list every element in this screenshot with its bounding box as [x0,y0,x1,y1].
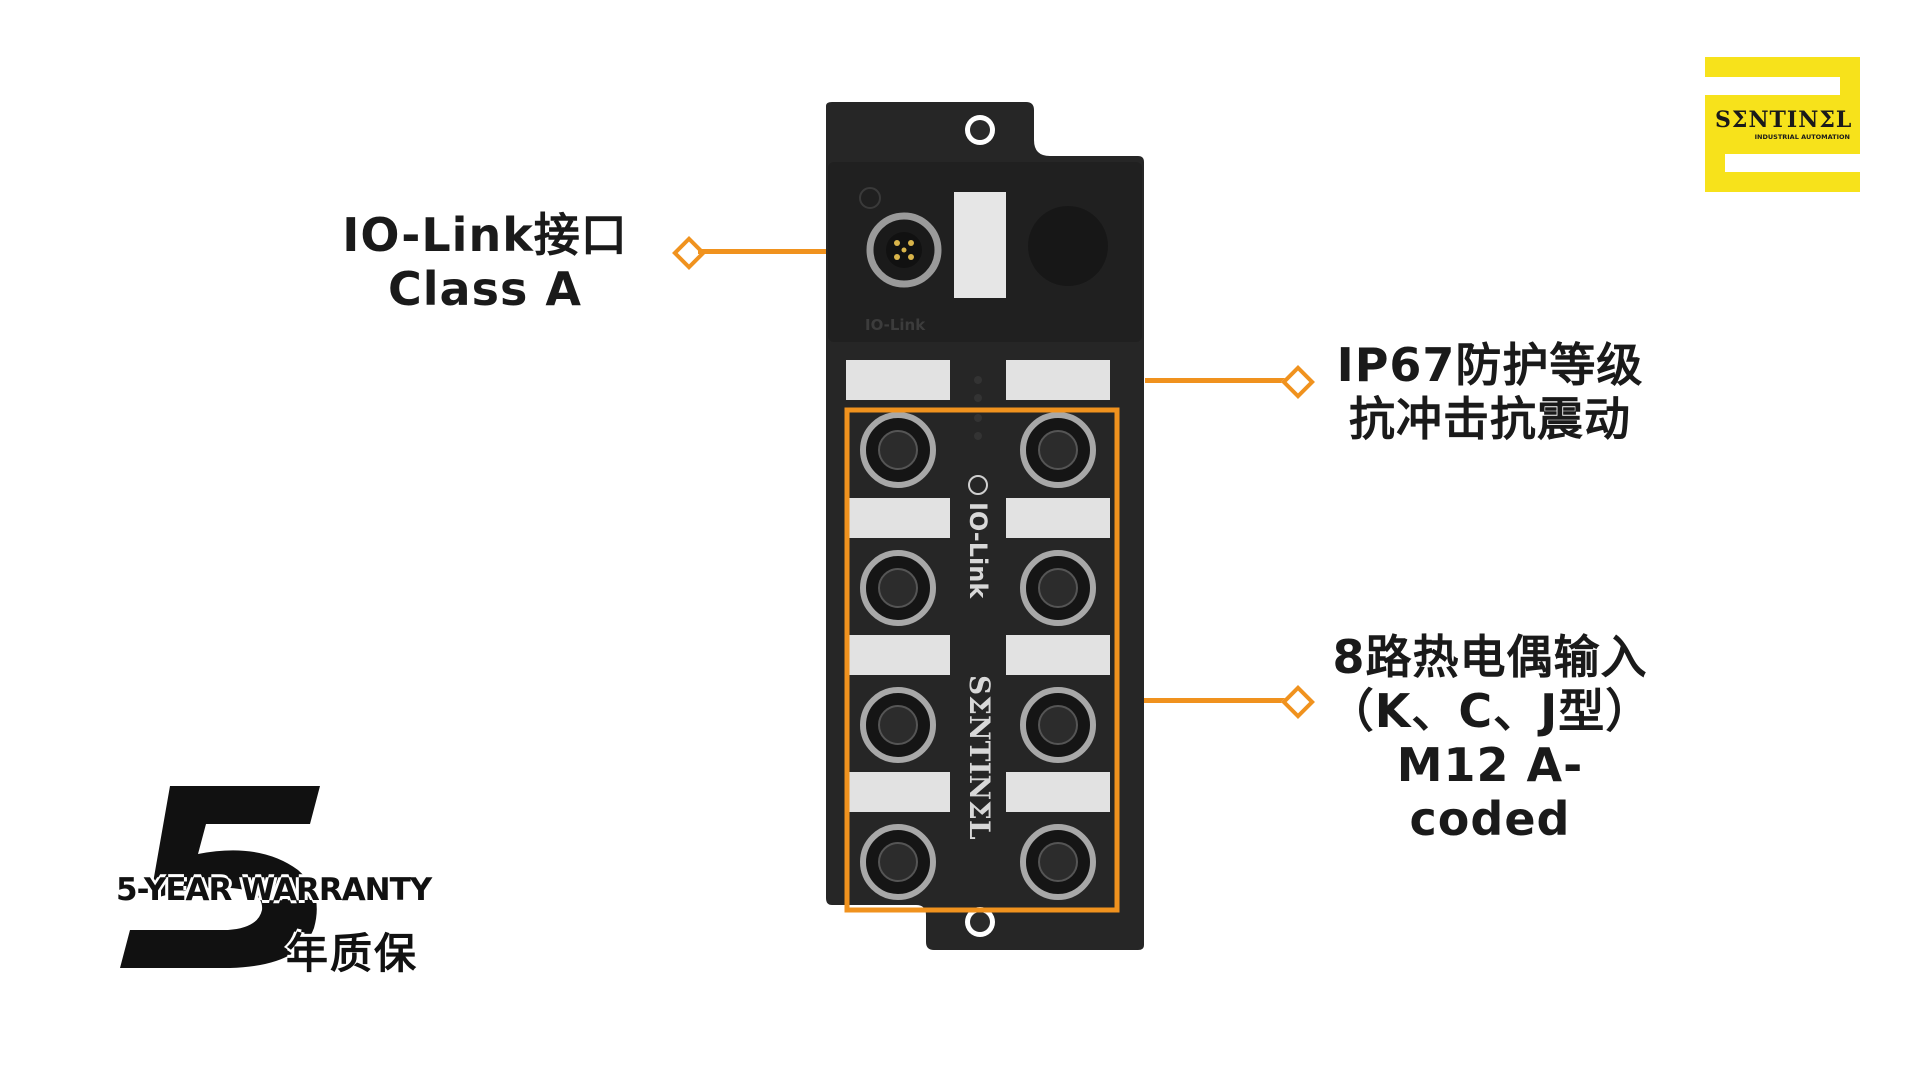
io-link-leader-line [698,249,876,254]
ports-highlight-frame [844,407,1120,913]
m12-port-8 [1020,824,1096,900]
io-link-label-line1: IO-Link接口 [342,208,628,262]
logo-stripe-top [1705,77,1840,95]
inputs-leader-line [1112,698,1290,703]
m12-port-2 [1020,412,1096,488]
ip67-label-line1: IP67防护等级 [1336,338,1644,392]
m12-port-6 [1020,687,1096,763]
m12-port-1 [860,412,936,488]
warranty-text: 5-YEAR WARRANTY [116,872,432,908]
io-link-label-line2: Class A [388,262,582,316]
m12-port-3 [860,550,936,626]
ip67-leader-line [1145,378,1290,383]
io-link-label: IO-Link接口 Class A [335,208,635,316]
warranty-chinese-text: 年质保 [286,929,419,978]
module-brand-text: SΣNTINΣL [963,675,996,840]
io-link-module-image: IO-Link IO-Link SΣNTINΣL [826,102,1144,950]
logo-stripe-bottom [1725,154,1860,172]
inputs-label-line3: M12 A-coded [1396,738,1584,846]
module-io-link-text: IO-Link [964,502,992,599]
m12-port-5 [860,687,936,763]
m12-port-7 [860,824,936,900]
warranty-numeral-five [120,786,320,968]
logo-brand-name: SΣNTINΣL [1715,107,1853,133]
brand-logo: SΣNTINΣL INDUSTRIAL AUTOMATION [1705,57,1860,192]
ip67-label-line2: 抗冲击抗震动 [1349,392,1631,446]
svg-text:IO-Link: IO-Link [865,316,926,334]
inputs-marker [1281,685,1315,719]
inputs-label: 8路热电偶输入 （K、C、J型） M12 A-coded [1320,630,1660,846]
ip67-label: IP67防护等级 抗冲击抗震动 [1300,338,1680,446]
inputs-label-line1: 8路热电偶输入 [1332,630,1648,684]
inputs-label-line2: （K、C、J型） [1327,684,1653,738]
warranty-badge: 5-YEAR WARRANTY 年质保 [110,780,440,980]
m12-port-4 [1020,550,1096,626]
logo-subtitle: INDUSTRIAL AUTOMATION [1754,133,1850,141]
